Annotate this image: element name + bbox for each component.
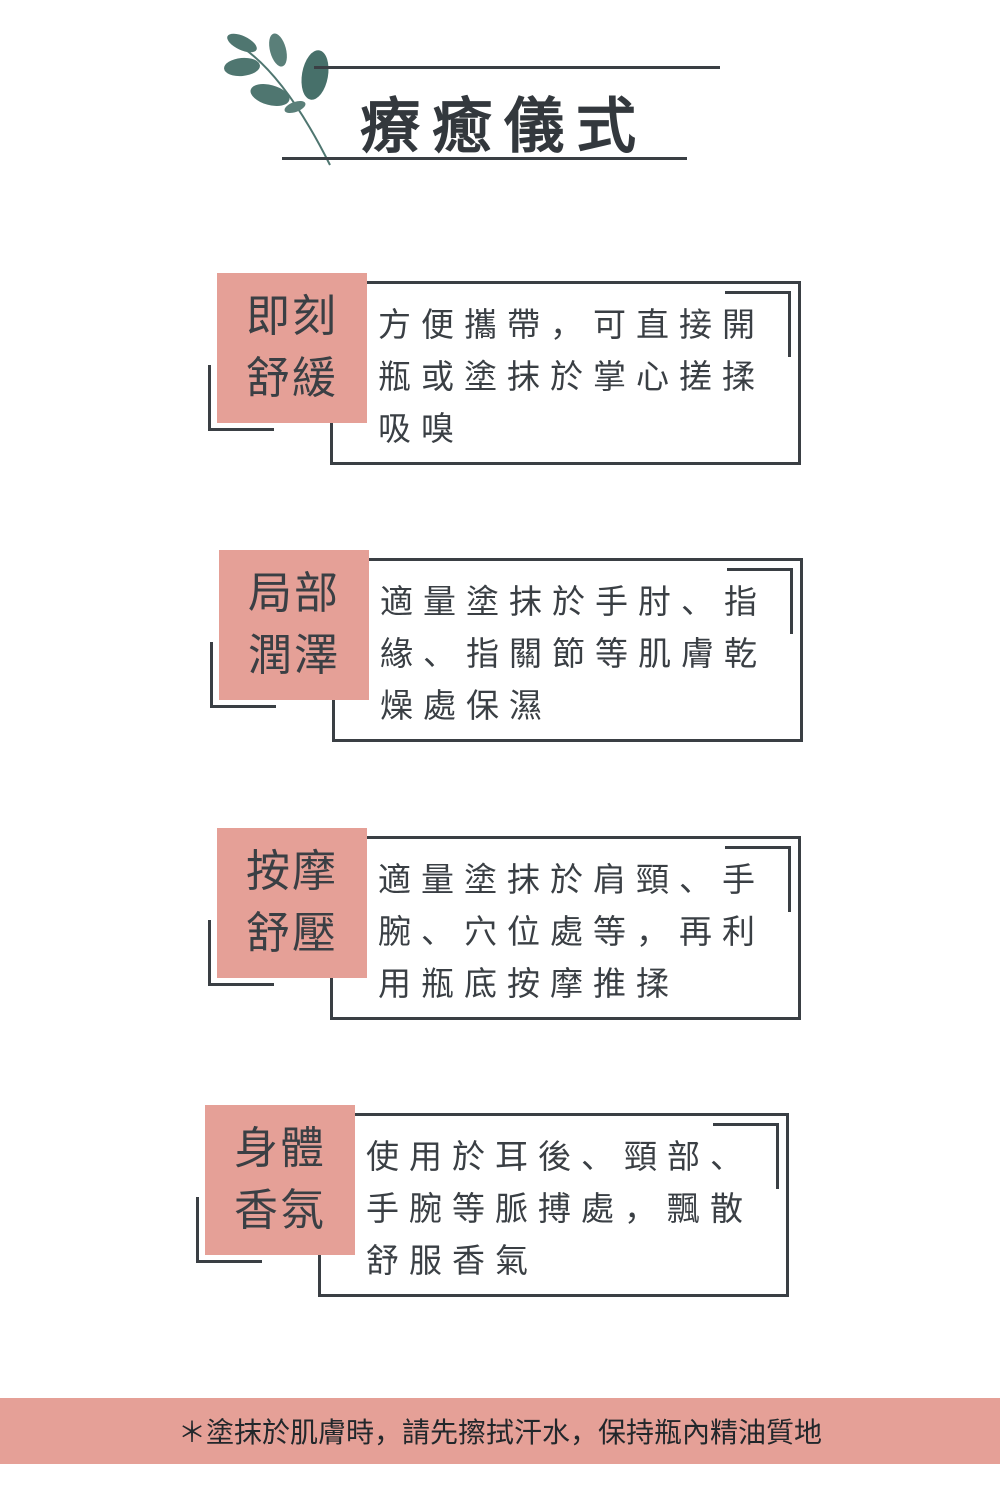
desc-line: 緣、指關節等肌膚乾 bbox=[380, 634, 767, 673]
title-top-rule bbox=[314, 66, 720, 69]
tag-line: 舒壓 bbox=[246, 908, 338, 959]
card-instant-relief: 即刻舒緩 方便攜帶，可直接開瓶或塗抹於掌心搓揉吸嗅 bbox=[208, 273, 817, 473]
desc-line: 方便攜帶，可直接開 bbox=[378, 305, 765, 344]
desc-line: 吸嗅 bbox=[378, 409, 464, 448]
corner-bracket bbox=[713, 1123, 779, 1189]
card-description: 方便攜帶，可直接開瓶或塗抹於掌心搓揉吸嗅 bbox=[378, 299, 798, 455]
tag-line: 潤澤 bbox=[248, 630, 340, 681]
desc-line: 手腕等脈搏處，飄散 bbox=[366, 1189, 753, 1228]
corner-bracket bbox=[727, 568, 793, 634]
tag-line: 身體 bbox=[234, 1123, 326, 1174]
card-tag: 局部潤澤 bbox=[219, 550, 369, 700]
desc-line: 用瓶底按摩推揉 bbox=[378, 964, 679, 1003]
corner-bracket bbox=[208, 920, 274, 986]
corner-bracket bbox=[210, 642, 276, 708]
tag-line: 即刻 bbox=[246, 291, 338, 342]
desc-line: 瓶或塗抹於掌心搓揉 bbox=[378, 357, 765, 396]
eucalyptus-leaf-icon bbox=[224, 33, 331, 166]
card-description: 使用於耳後、頸部、手腕等脈搏處，飄散舒服香氣 bbox=[366, 1131, 786, 1287]
card-tag: 按摩舒壓 bbox=[217, 828, 367, 978]
card-body-fragrance: 身體香氛 使用於耳後、頸部、手腕等脈搏處，飄散舒服香氣 bbox=[196, 1105, 805, 1305]
desc-line: 適量塗抹於手肘、指 bbox=[380, 582, 767, 621]
corner-bracket bbox=[725, 846, 791, 912]
desc-line: 燥處保濕 bbox=[380, 686, 552, 725]
card-description: 適量塗抹於肩頸、手腕、穴位處等，再利用瓶底按摩推揉 bbox=[378, 854, 798, 1010]
card-tag: 身體香氛 bbox=[205, 1105, 355, 1255]
page-title: 療癒儀式 bbox=[360, 92, 648, 162]
desc-line: 舒服香氣 bbox=[366, 1241, 538, 1280]
desc-line: 適量塗抹於肩頸、手 bbox=[378, 860, 765, 899]
footer-note-banner: ＊塗抹於肌膚時，請先擦拭汗水，保持瓶內精油質地 bbox=[0, 1398, 1000, 1464]
card-description: 適量塗抹於手肘、指緣、指關節等肌膚乾燥處保濕 bbox=[380, 576, 800, 732]
card-massage: 按摩舒壓 適量塗抹於肩頸、手腕、穴位處等，再利用瓶底按摩推揉 bbox=[208, 828, 817, 1028]
tag-line: 局部 bbox=[248, 568, 340, 619]
title-bottom-rule bbox=[282, 157, 687, 160]
tag-line: 香氛 bbox=[234, 1185, 326, 1236]
card-local-moisture: 局部潤澤 適量塗抹於手肘、指緣、指關節等肌膚乾燥處保濕 bbox=[210, 550, 819, 750]
card-tag: 即刻舒緩 bbox=[217, 273, 367, 423]
corner-bracket bbox=[208, 365, 274, 431]
tag-line: 舒緩 bbox=[246, 353, 338, 404]
footer-note: ＊塗抹於肌膚時，請先擦拭汗水，保持瓶內精油質地 bbox=[177, 1416, 822, 1449]
corner-bracket bbox=[725, 291, 791, 357]
desc-line: 腕、穴位處等，再利 bbox=[378, 912, 765, 951]
corner-bracket bbox=[196, 1197, 262, 1263]
tag-line: 按摩 bbox=[246, 846, 338, 897]
desc-line: 使用於耳後、頸部、 bbox=[366, 1137, 753, 1176]
